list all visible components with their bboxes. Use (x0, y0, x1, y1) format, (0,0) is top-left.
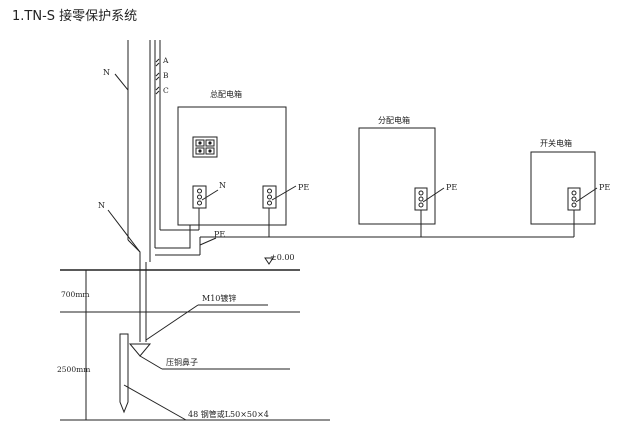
phase-label-b: B (163, 71, 169, 80)
main-distribution-box (177, 106, 287, 226)
phase-label-c: C (163, 86, 169, 95)
n-leader (114, 73, 129, 91)
label-depth-700: 700mm (61, 290, 90, 299)
label-n-top: N (103, 68, 110, 77)
steel-pipe-leader (123, 384, 187, 421)
label-n-box: N (219, 181, 226, 190)
label-ground-level: ±0.00 (270, 253, 295, 262)
ground-level-marker (264, 257, 274, 265)
main-box-label: 总配电箱 (210, 89, 242, 99)
label-n-left: N (98, 201, 105, 210)
label-pe-mid: PE (214, 230, 225, 239)
pe-main-leader (271, 185, 297, 201)
main-breaker-block (192, 136, 218, 158)
pe-dist-leader (422, 187, 445, 203)
m10-leader (145, 304, 199, 341)
label-pe-switch: PE (599, 183, 610, 192)
label-steel-pipe: 48 钢管或L50×50×4 (188, 409, 269, 419)
switch-box (530, 151, 596, 225)
label-pe-dist: PE (446, 183, 457, 192)
phase-tick-c (155, 86, 160, 95)
phase-tick-a (155, 58, 160, 67)
switch-box-label: 开关电箱 (540, 138, 572, 148)
diagram-title: 1.TN-S 接零保护系统 (12, 8, 137, 24)
n-box-leader (201, 189, 219, 201)
phase-tick-b (155, 72, 160, 81)
label-pe-main: PE (298, 183, 309, 192)
n-left-leader (107, 209, 141, 253)
label-depth-2500: 2500mm (57, 365, 90, 374)
distribution-box-label: 分配电箱 (378, 115, 410, 125)
label-m10: M10镀锌 (202, 293, 236, 303)
pe-switch-leader (575, 187, 598, 203)
copper-nose-clamp (128, 343, 152, 357)
pe-mid-leader (199, 237, 217, 246)
ground-electrode (119, 333, 129, 414)
label-copper-nose: 压铜鼻子 (166, 357, 198, 367)
phase-label-a: A (162, 56, 169, 65)
copper-nose-leader (139, 355, 163, 370)
distribution-box (358, 127, 436, 225)
